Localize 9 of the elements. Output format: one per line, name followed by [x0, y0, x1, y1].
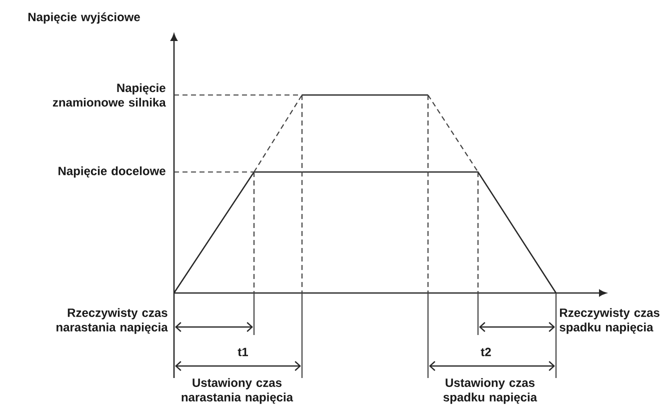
time-label: Rzeczywisty czas narastania napięcia — [56, 308, 168, 334]
level-label: Napięcie znamionowe silnika — [52, 83, 166, 107]
time-symbol: t1 — [238, 348, 248, 356]
time-symbol: t2 — [480, 348, 491, 356]
level-label: Napięcie docelowe — [58, 166, 166, 178]
time-label: Ustawiony czas spadku napięcia — [443, 378, 538, 404]
time-label: Ustawiony czas narastania napięcia — [182, 378, 294, 404]
axis-label: Napięcie wyjściowe — [28, 12, 140, 24]
time-label: Rzeczywisty czas spadku napięcia — [560, 308, 660, 334]
